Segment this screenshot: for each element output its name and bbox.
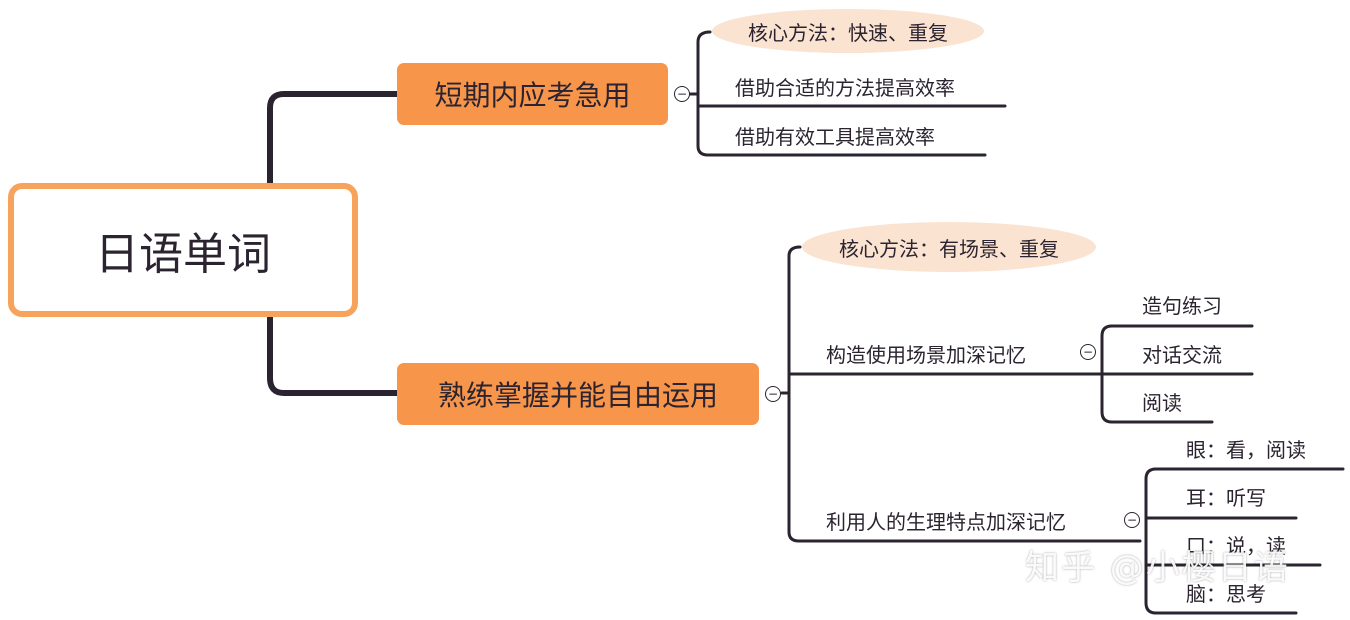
scene-spine [1100, 324, 1254, 424]
leaf-method-efficiency[interactable]: 借助合适的方法提高效率 [735, 76, 955, 100]
leaf-eye[interactable]: 眼：看，阅读 [1186, 438, 1306, 462]
collapse-scene-icon[interactable]: − [1080, 344, 1096, 360]
collapse-physiology-icon[interactable]: − [1124, 512, 1140, 528]
mindmap-root[interactable]: 日语单词 [8, 183, 358, 317]
collapse-short-icon[interactable]: − [674, 86, 690, 102]
subbranch-scene[interactable]: 构造使用场景加深记忆 [826, 343, 1026, 367]
leaf-conversation[interactable]: 对话交流 [1142, 343, 1222, 367]
subbranch-physiology[interactable]: 利用人的生理特点加深记忆 [826, 510, 1066, 534]
branch-short-term[interactable]: 短期内应考急用 [397, 63, 668, 125]
leaf-mouth[interactable]: 口：说，读 [1186, 534, 1286, 558]
branch-short-spine [696, 30, 1007, 157]
branch-master-spine [787, 245, 1142, 543]
branch-mastery-label: 熟练掌握并能自由运用 [437, 379, 718, 412]
core-method-short-label: 核心方法：快速、重复 [748, 20, 948, 45]
leaf-brain[interactable]: 脑：思考 [1186, 582, 1266, 606]
zhihu-watermark: 知乎 @小樱日语 [1025, 548, 1290, 588]
root-label: 日语单词 [95, 229, 271, 280]
branch-short-label: 短期内应考急用 [434, 79, 631, 112]
root-connector-bottom [267, 311, 400, 396]
leaf-ear[interactable]: 耳：听写 [1186, 486, 1266, 510]
core-method-short[interactable]: 核心方法：快速、重复 [712, 9, 984, 53]
leaf-tool-efficiency[interactable]: 借助有效工具提高效率 [735, 125, 935, 149]
collapse-mastery-icon[interactable]: − [765, 386, 781, 402]
leaf-reading[interactable]: 阅读 [1142, 391, 1182, 415]
root-connector-top [267, 91, 400, 186]
branch-mastery[interactable]: 熟练掌握并能自由运用 [397, 363, 759, 425]
core-method-mastery[interactable]: 核心方法：有场景、重复 [802, 222, 1096, 272]
core-method-mastery-label: 核心方法：有场景、重复 [839, 236, 1059, 261]
physio-spine [1144, 467, 1345, 615]
leaf-sentence-practice[interactable]: 造句练习 [1142, 294, 1222, 318]
